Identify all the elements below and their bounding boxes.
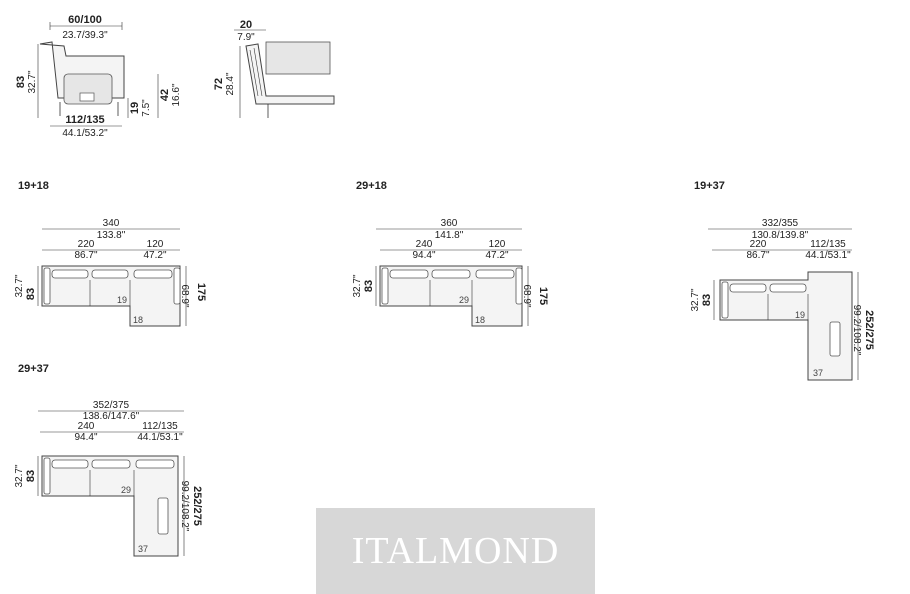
c1918-total-imperial: 133.8" [97, 230, 126, 241]
c2937-sofa [41, 455, 179, 557]
config-19-18: 19+18 340 133.8" 220 86.7" 120 47.2" 19 … [14, 180, 207, 327]
config-29-18-label: 29+18 [356, 180, 387, 192]
c2937-b-metric: 112/135 [142, 421, 178, 432]
c2937-a-imperial: 94.4" [74, 432, 97, 443]
c2937-b-imperial: 44.1/53.1" [137, 432, 183, 443]
c2918-a-metric: 240 [416, 239, 433, 250]
sv2-height-imperial: 28.4" [225, 72, 236, 95]
config-29-18: 29+18 360 141.8" 240 94.4" 120 47.2" 29 … [352, 180, 549, 327]
sv1-top-metric: 60/100 [68, 14, 102, 26]
c1937-depth-metric: 83 [701, 294, 713, 306]
c1937-sofa [719, 271, 853, 381]
c2937-a-metric: 240 [78, 421, 95, 432]
config-29-37-label: 29+37 [18, 363, 49, 375]
c2918-module-b: 18 [475, 315, 485, 325]
c1937-module-a: 19 [795, 310, 805, 320]
c1937-right-metric: 252/275 [863, 310, 875, 350]
c2937-depth-imperial: 32.7" [14, 464, 25, 487]
side-view-1: 60/100 23.7/39.3" 83 32.7" 112/135 44.1/… [15, 14, 182, 139]
c2918-sofa [379, 265, 523, 327]
c1918-b-metric: 120 [147, 239, 164, 250]
c2918-b-imperial: 47.2" [485, 250, 508, 261]
c1937-b-metric: 112/135 [810, 239, 846, 250]
c1937-total-metric: 332/355 [762, 218, 799, 229]
side-view-2: 20 7.9" 72 28.4" [213, 19, 335, 118]
sv1-height-metric: 83 [15, 76, 27, 88]
c2918-a-imperial: 94.4" [412, 250, 435, 261]
sv2-back-cushion [265, 41, 331, 75]
c2918-total-metric: 360 [441, 218, 458, 229]
sv1-top-imperial: 23.7/39.3" [62, 30, 108, 41]
c2918-right-imperial: 68.9" [521, 284, 532, 307]
sv2-top-metric: 20 [240, 19, 252, 31]
c2918-depth-imperial: 32.7" [352, 274, 363, 297]
c2918-total-imperial: 141.8" [435, 230, 464, 241]
watermark: ITALMOND [316, 508, 595, 594]
c1918-sofa [41, 265, 181, 327]
c1918-depth-metric: 83 [25, 288, 37, 300]
c2937-module-b: 37 [138, 544, 148, 554]
c2937-total-imperial: 138.6/147.6" [83, 411, 140, 422]
c1918-right-imperial: 68.9" [179, 284, 190, 307]
sv1-seat-imperial: 16.6" [171, 83, 182, 106]
c1918-right-metric: 175 [195, 283, 207, 301]
c1937-total-imperial: 130.8/139.8" [752, 230, 809, 241]
c2937-module-a: 29 [121, 485, 131, 495]
config-19-37: 19+37 332/355 130.8/139.8" 220 86.7" 112… [690, 180, 875, 381]
config-29-37: 29+37 352/375 138.6/147.6" 240 94.4" 112… [14, 363, 203, 557]
c1937-a-metric: 220 [750, 239, 767, 250]
watermark-text: ITALMOND [351, 530, 560, 572]
sv1-leg-metric: 19 [129, 102, 141, 114]
c2918-b-metric: 120 [489, 239, 506, 250]
c2937-right-imperial: 99.2/108.2" [179, 481, 190, 532]
sv2-top-imperial: 7.9" [237, 32, 255, 43]
c1918-depth-imperial: 32.7" [14, 274, 25, 297]
c2937-right-metric: 252/275 [191, 486, 203, 526]
c1937-depth-imperial: 32.7" [690, 288, 701, 311]
sv1-bottom-metric: 112/135 [65, 114, 104, 126]
c1918-total-metric: 340 [103, 218, 120, 229]
c2918-depth-metric: 83 [363, 280, 375, 292]
sv1-height-imperial: 32.7" [27, 70, 38, 93]
c1937-right-imperial: 99.2/108.2" [851, 305, 862, 356]
c1918-b-imperial: 47.2" [143, 250, 166, 261]
c1918-a-imperial: 86.7" [74, 250, 97, 261]
sv1-leg-imperial: 7.5" [141, 99, 152, 117]
c2918-right-metric: 175 [537, 287, 549, 305]
c1918-module-b: 18 [133, 315, 143, 325]
sv1-seat-metric: 42 [159, 89, 171, 101]
sv1-cushion [63, 73, 113, 105]
c2918-module-a: 29 [459, 295, 469, 305]
c1918-module-a: 19 [117, 295, 127, 305]
config-19-18-label: 19+18 [18, 180, 49, 192]
c2937-depth-metric: 83 [25, 470, 37, 482]
sv2-height-metric: 72 [213, 78, 225, 90]
sv2-backrest [245, 43, 335, 105]
c1937-b-imperial: 44.1/53.1" [805, 250, 851, 261]
c1937-module-b: 37 [813, 368, 823, 378]
c1937-a-imperial: 86.7" [746, 250, 769, 261]
c1918-a-metric: 220 [78, 239, 95, 250]
config-19-37-label: 19+37 [694, 180, 725, 192]
c2937-total-metric: 352/375 [93, 400, 130, 411]
sv1-bottom-imperial: 44.1/53.2" [62, 128, 108, 139]
